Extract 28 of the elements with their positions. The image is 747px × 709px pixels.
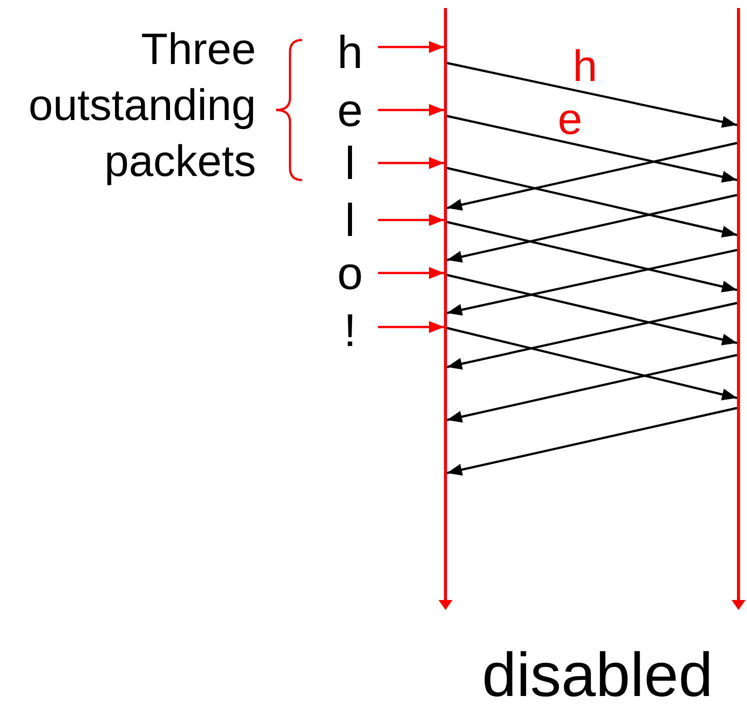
arrow (446, 142, 738, 211)
arrow (378, 41, 444, 53)
packet-letter: e (322, 83, 378, 137)
packet-letter: ! (322, 303, 378, 357)
label: disabled (481, 640, 714, 709)
arrow (378, 104, 444, 116)
arrow (446, 248, 738, 316)
arrow (446, 406, 738, 476)
packet-letter: h (322, 25, 378, 79)
packet-letter: l (322, 193, 378, 247)
arrow (446, 62, 738, 128)
arrow (446, 274, 738, 346)
arrow (446, 220, 738, 292)
arrow (446, 194, 738, 263)
label: h (572, 42, 598, 92)
arrow (378, 321, 444, 333)
arrow (378, 267, 444, 279)
packet-letter: o (322, 246, 378, 300)
arrow (446, 302, 738, 370)
arrow (446, 354, 738, 423)
arrow (378, 157, 444, 169)
arrow (446, 166, 738, 238)
arrow (446, 326, 738, 400)
label: e (556, 95, 584, 145)
arrow (378, 214, 444, 226)
label: Three outstanding packets (27, 24, 256, 188)
arrow (446, 114, 738, 183)
packet-letter: l (322, 136, 378, 190)
